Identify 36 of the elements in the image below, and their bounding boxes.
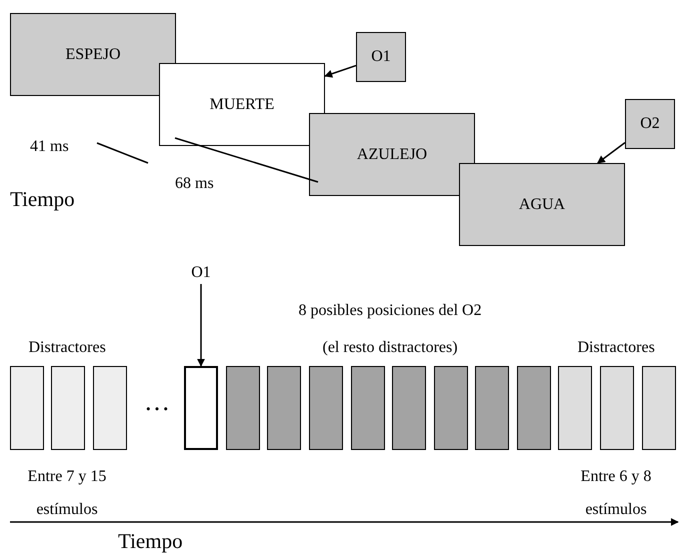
caption-text: 8 posibles posiciones del O2 [298, 302, 482, 320]
stimulus-bar [93, 366, 127, 450]
duration-label: 41 ms [30, 138, 69, 156]
caption-text: (el resto distractores) [322, 339, 458, 357]
count-label: Entre 6 y 8 estímulos [580, 467, 652, 520]
axis-label: Tiempo [118, 530, 183, 554]
group-label: Distractores [28, 339, 106, 357]
arrow [597, 142, 626, 164]
word-box: AZULEJO [309, 113, 475, 196]
stimulus-bar [184, 366, 218, 450]
stimulus-bar [351, 366, 385, 450]
axis-label: Tiempo [10, 188, 75, 212]
stimulus-bar [434, 366, 468, 450]
stimulus-bar [226, 366, 260, 450]
stimulus-bar [517, 366, 551, 450]
arrow [324, 64, 356, 78]
stimulus-bar [10, 366, 44, 450]
stimulus-bar [558, 366, 592, 450]
stimulus-bar [600, 366, 634, 450]
stimulus-bar [309, 366, 343, 450]
stimulus-bar [51, 366, 85, 450]
stimulus-bar [642, 366, 676, 450]
word-box: O2 [625, 99, 675, 149]
count-label: Entre 7 y 15 estímulos [26, 467, 108, 520]
stimulus-bar [267, 366, 301, 450]
group-label: Distractores [578, 339, 655, 357]
stimulus-bar [392, 366, 426, 450]
word-box: AGUA [459, 163, 625, 246]
arrow [197, 284, 205, 367]
word-box: ESPEJO [10, 13, 176, 96]
word-box: O1 [356, 32, 406, 82]
stimulus-bar [475, 366, 509, 450]
word-box: MUERTE [159, 63, 325, 146]
marker-label: O1 [186, 262, 216, 284]
ellipsis-mark: … [144, 388, 170, 417]
duration-label: 68 ms [175, 175, 214, 193]
